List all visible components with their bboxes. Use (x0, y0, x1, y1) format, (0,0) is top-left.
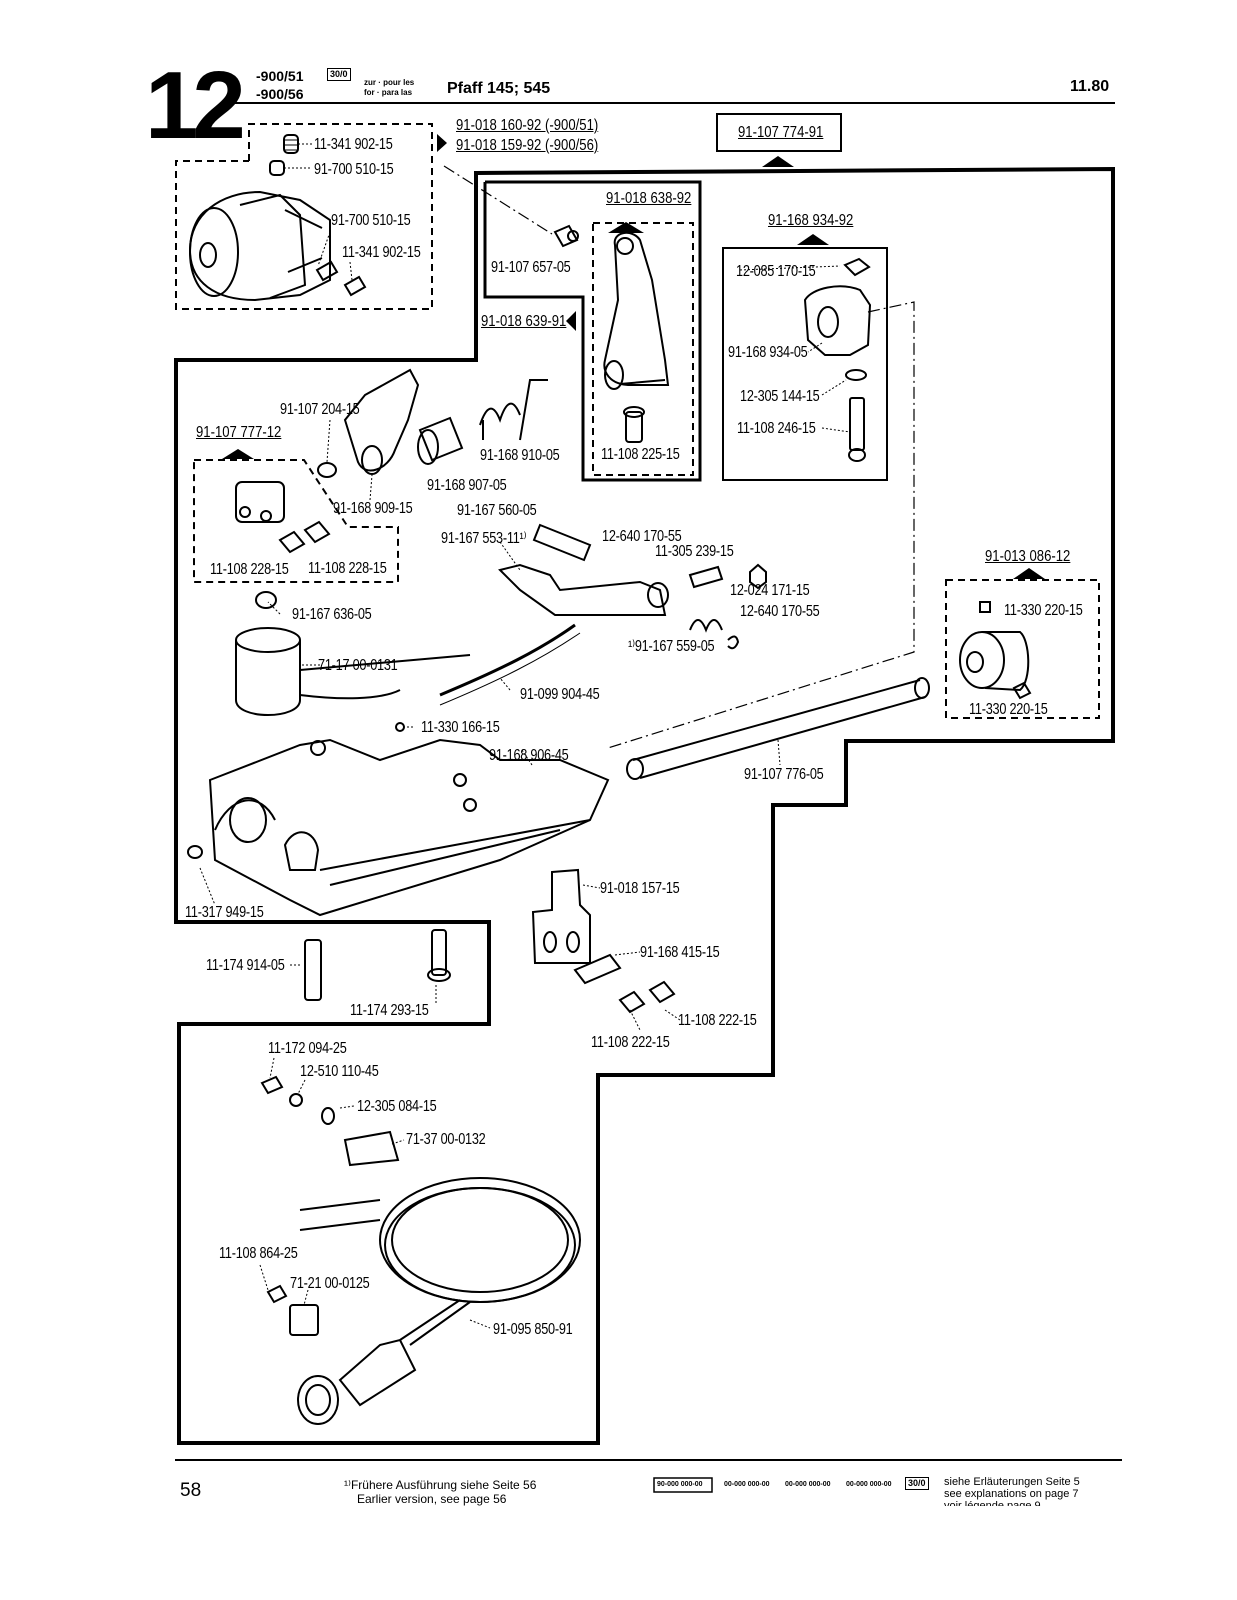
model-code-1: -900/51 (256, 68, 304, 84)
part-label: 91-018 157-15 (600, 880, 680, 897)
part-label: 71-21 00-0125 (290, 1275, 370, 1292)
issue-date: 11.80 (1070, 78, 1110, 95)
part-label: 91-168 415-15 (640, 944, 720, 961)
legend-en: see explanations on page 7 (944, 1488, 1079, 1500)
legend-code-1: 90-000 000-00 (657, 1481, 703, 1488)
header-badge: 30/0 (327, 68, 351, 81)
footnote-en: Earlier version, see page 56 (357, 1492, 507, 1506)
assembly-outline (174, 166, 1115, 1445)
part-label: 11-341 902-15 (314, 136, 393, 153)
zur-pour-label: zur · pour les (364, 78, 415, 87)
part-label: 11-317 949-15 (185, 904, 264, 921)
part-label: 11-174 914-05 (206, 957, 285, 974)
group-box-3 (716, 113, 842, 152)
group-box-1 (175, 123, 433, 310)
part-label: 11-108 228-15 (210, 561, 289, 578)
legend-code-4: 00-000 000-00 (846, 1481, 892, 1488)
legend-box (653, 1477, 713, 1493)
part-label: 91-168 910-05 (480, 447, 560, 464)
group-label-1: 91-018 160-92 (-900/51) (456, 117, 599, 134)
legend-code-3: 00-000 000-00 (785, 1481, 831, 1488)
lead-dashdot (443, 165, 553, 235)
group-box-4 (592, 222, 694, 476)
pointer-triangles (222, 134, 1045, 579)
part-label: 11-108 222-15 (678, 1012, 757, 1029)
lead-dashdot-2 (607, 301, 915, 749)
part-label: 11-305 239-15 (655, 543, 734, 560)
machine-model: Pfaff 145; 545 (447, 80, 551, 97)
model-code-2: -900/56 (256, 86, 304, 102)
part-label: 71-37 00-0132 (406, 1131, 486, 1148)
part-label: 11-174 293-15 (350, 1002, 429, 1019)
group-label-8: 91-013 086-12 (985, 548, 1071, 565)
part-label: 11-108 246-15 (737, 420, 816, 437)
footnote-de: ¹⁾Frühere Ausführung siehe Seite 56 (344, 1478, 537, 1492)
page-number: 58 (180, 1480, 202, 1501)
for-para-label: for · para las (364, 88, 413, 97)
part-label: 71-17 00-0131 (318, 657, 398, 674)
part-label: 12-640 170-55 (602, 528, 682, 545)
part-label: 91-168 909-15 (333, 500, 413, 517)
part-label: 91-095 850-91 (493, 1321, 573, 1338)
part-label: 11-330 220-15 (1004, 602, 1083, 619)
group-box-8 (945, 579, 1100, 719)
section-number: 12 (145, 52, 246, 159)
part-label: 12-305 084-15 (357, 1098, 437, 1115)
group-label-4: 91-018 638-92 (606, 190, 692, 207)
part-label: 91-167 553-11¹⁾ (441, 530, 527, 547)
part-label: 91-107 657-05 (491, 259, 571, 276)
group-label-7: 91-107 777-12 (196, 424, 282, 441)
part-label: 91-700 510-15 (331, 212, 411, 229)
group-label-6: 91-018 639-91 (481, 313, 567, 330)
part-label: 91-168 906-45 (489, 747, 569, 764)
group-box-7 (193, 459, 399, 583)
part-label: 12-024 171-15 (730, 582, 810, 599)
leader-lines (199, 143, 851, 1329)
part-label: 11-108 222-15 (591, 1034, 670, 1051)
legend-fr: voir légende page 9 (944, 1500, 1041, 1506)
legend-code-2: 00-000 000-00 (724, 1481, 770, 1488)
part-label: 11-108 864-25 (219, 1245, 298, 1262)
group-label-3: 91-107 774-91 (738, 124, 824, 141)
legend-de: siehe Erläuterungen Seite 5 (944, 1476, 1080, 1488)
part-label: 12-510 110-45 (300, 1063, 379, 1080)
part-label: 11-172 094-25 (268, 1040, 347, 1057)
part-label: ¹⁾91-167 559-05 (628, 638, 715, 655)
part-label: 91-107 776-05 (744, 766, 824, 783)
part-label: 91-167 636-05 (292, 606, 372, 623)
group-label-5: 91-168 934-92 (768, 212, 854, 229)
part-label: 91-167 560-05 (457, 502, 537, 519)
part-label: 91-099 904-45 (520, 686, 600, 703)
footer-badge: 30/0 (905, 1477, 929, 1490)
part-label: 11-330 220-15 (969, 701, 1048, 718)
part-label: 11-108 225-15 (601, 446, 680, 463)
part-label: 91-168 907-05 (427, 477, 507, 494)
part-label: 91-700 510-15 (314, 161, 394, 178)
part-label: 11-330 166-15 (421, 719, 500, 736)
part-label: 12-085 170-15 (736, 263, 816, 280)
group-label-2: 91-018 159-92 (-900/56) (456, 137, 599, 154)
part-label: 91-107 204-15 (280, 401, 360, 418)
part-label: 12-305 144-15 (740, 388, 820, 405)
part-label: 11-108 228-15 (308, 560, 387, 577)
part-label: 91-168 934-05 (728, 344, 808, 361)
group-box-6 (483, 180, 702, 482)
group-box-5 (722, 247, 888, 481)
part-label: 12-640 170-55 (740, 603, 820, 620)
part-label: 11-341 902-15 (342, 244, 421, 261)
